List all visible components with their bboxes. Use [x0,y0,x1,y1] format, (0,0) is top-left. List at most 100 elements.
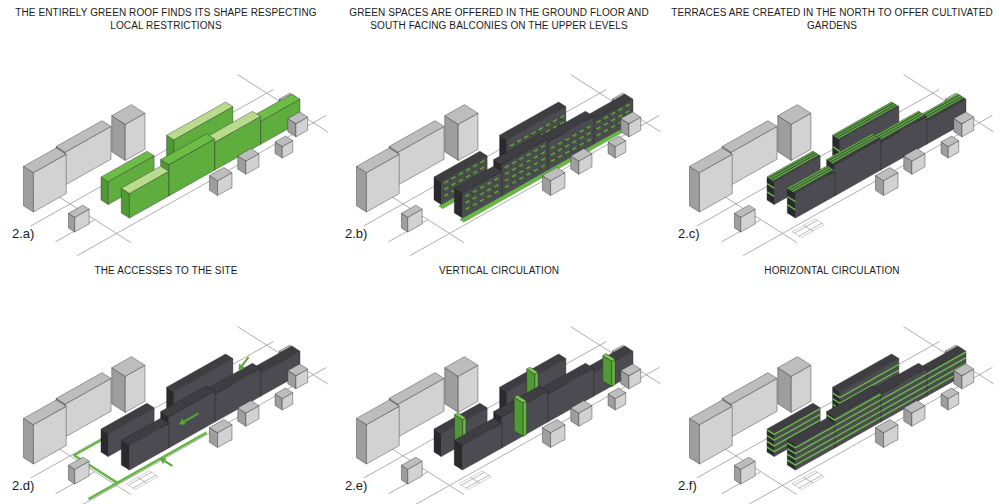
balcony [530,131,536,134]
panel-illustration [24,75,328,256]
balcony [617,114,623,117]
corridor-line [827,394,881,420]
context-building [275,388,293,398]
balcony [525,159,531,162]
court-line [466,475,489,488]
context-building [690,418,700,464]
balcony [596,133,602,136]
balcony [586,138,592,141]
context-building [56,121,111,153]
balcony [518,163,524,166]
panel-illustration [357,75,661,256]
context-building [357,148,400,173]
balcony [472,196,478,199]
context-building [875,167,898,180]
balcony [579,129,585,132]
context-building [954,112,974,124]
context-building [24,400,67,425]
panel-heading: THE ACCESSES TO THE SITE [5,264,327,277]
balcony [564,144,570,147]
panel-heading: GREEN SPACES ARE OFFERED IN THE GROUND F… [338,6,660,32]
balcony [571,146,577,149]
terrace-garden [921,95,961,118]
panel-illustration [690,327,994,504]
balcony [486,188,492,191]
context-building [941,388,959,398]
context-building [571,149,592,162]
context-building [357,400,400,425]
panel-number: 2.f) [676,478,699,493]
tennis-court [459,471,491,490]
balcony [504,184,510,187]
balcony [564,151,570,154]
housing-block [787,166,834,193]
street-line [31,90,274,227]
balcony [511,161,517,164]
green-roof-building [121,166,168,193]
context-building [24,166,34,212]
context-building [542,419,565,432]
balcony [493,190,499,193]
street-line [743,367,992,504]
balcony [596,120,602,123]
context-building [722,373,777,405]
context-building [209,419,232,432]
balcony [472,189,478,192]
terrace-garden [873,111,920,138]
balcony [533,149,539,152]
terrace-garden [767,151,814,178]
context-building [401,457,422,469]
street-line [410,367,659,504]
street-line [697,90,940,227]
terrace-garden [829,135,876,162]
panel-number: 2.a) [10,226,36,241]
context-building [954,364,974,376]
context-building [68,457,89,469]
balcony [479,192,485,195]
balcony [603,129,609,132]
context-building [238,149,259,162]
housing-block [454,166,501,193]
street-line [31,342,274,479]
balcony [545,123,551,126]
balcony [518,170,524,173]
context-building [288,112,308,124]
balcony [550,146,556,149]
context-building [608,388,626,398]
balcony [511,167,517,170]
panel-number: 2.d) [10,478,36,493]
context-building [778,357,811,377]
balcony [486,181,492,184]
court-line [804,477,813,483]
balcony [540,144,546,147]
tennis-court [126,471,158,490]
balcony [493,177,499,180]
street-line [697,342,940,479]
vertical-core [455,413,466,420]
context-building [690,166,700,212]
vertical-core [514,395,526,403]
balcony [443,187,449,190]
court-line [794,220,817,233]
context-building [24,148,67,173]
balcony [504,178,510,181]
context-building [621,112,641,124]
balcony [552,119,558,122]
green-roof-building [161,134,215,165]
vertical-core [603,354,615,362]
balcony [450,176,456,179]
balcony [479,166,485,169]
court-line [461,472,484,485]
access-arrow [165,461,173,466]
context-building [621,364,641,376]
balcony [458,178,464,181]
balcony [557,148,563,151]
context-building [542,167,565,180]
terrace-garden [918,94,958,117]
panel-illustration [690,75,994,256]
street-line [410,115,659,255]
housing-block [161,386,215,417]
panel-illustration [357,327,661,504]
balcony [579,136,585,139]
